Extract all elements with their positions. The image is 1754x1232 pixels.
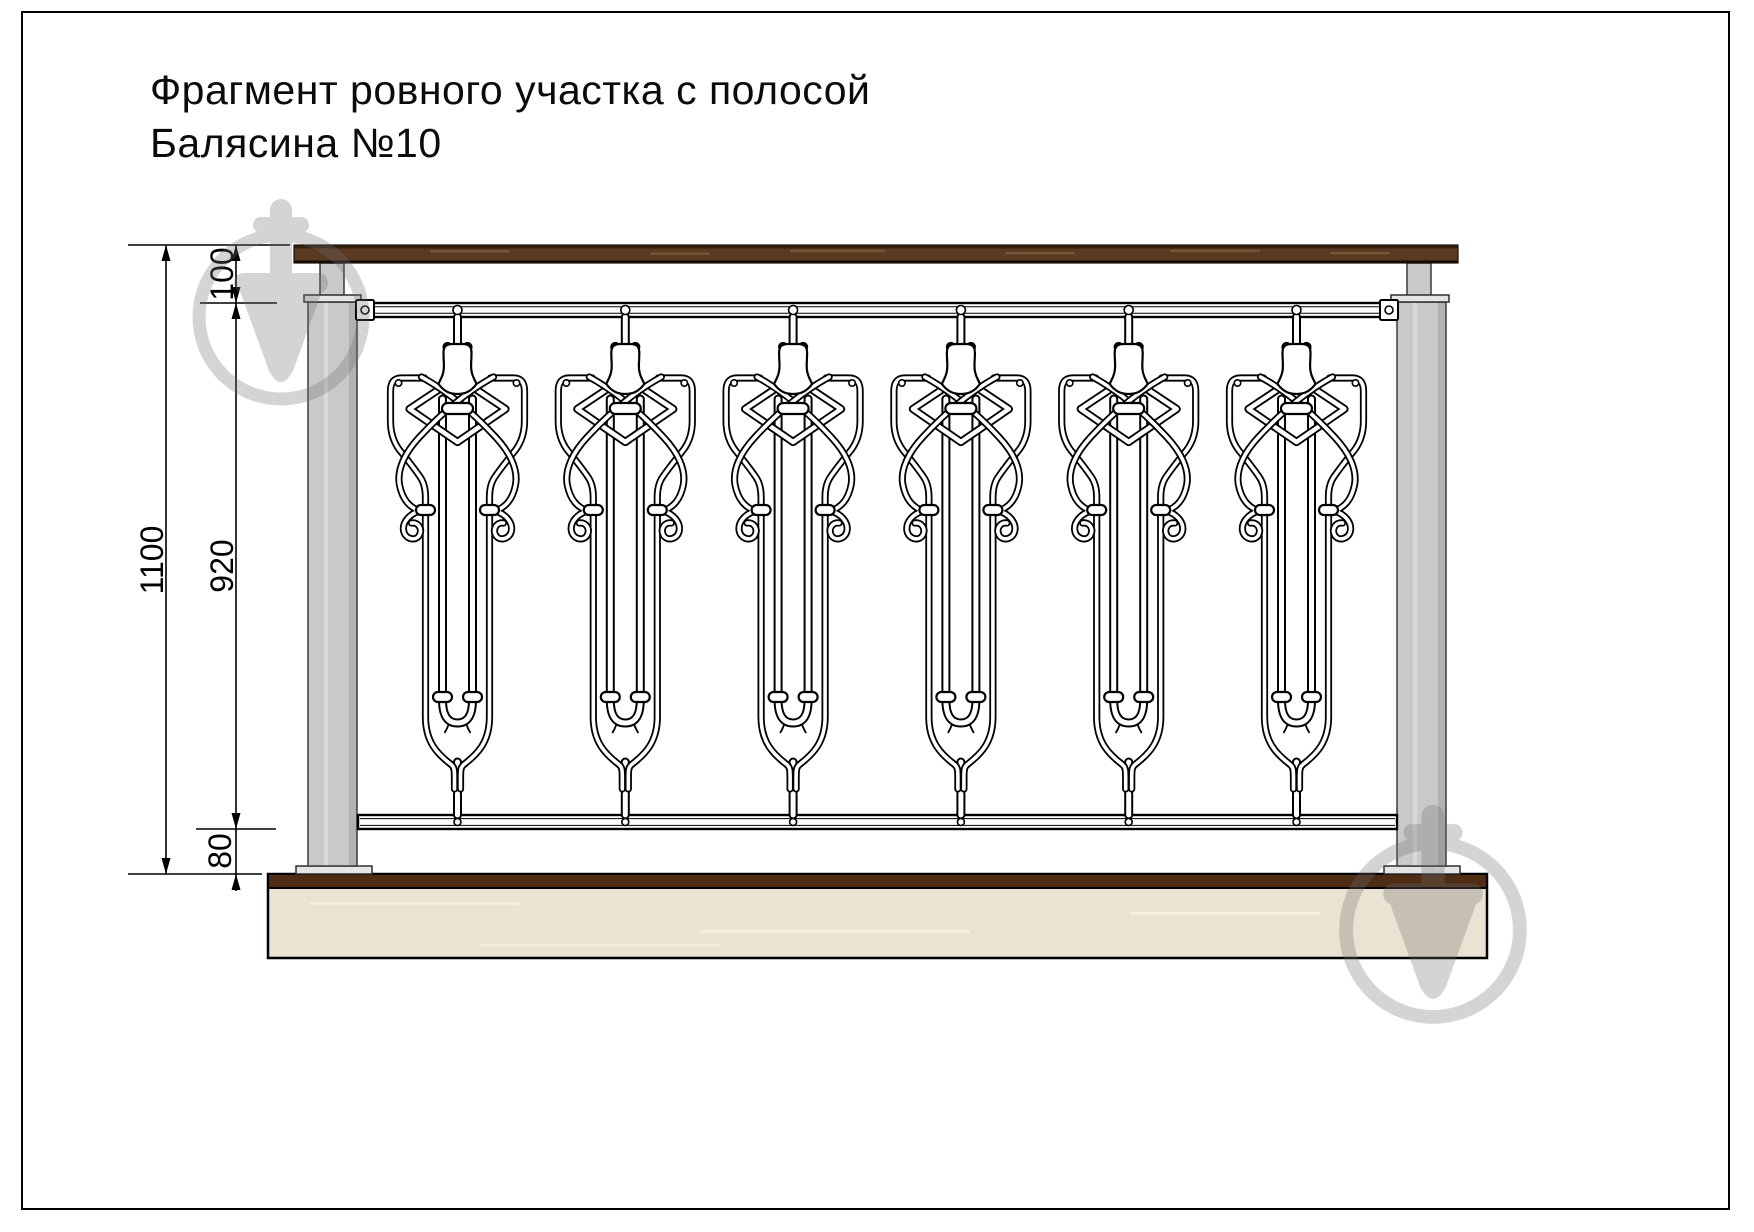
dimension-overall-height: 1100 — [134, 245, 171, 874]
post-right-cap-flange — [1390, 294, 1450, 303]
bottom-rail — [356, 813, 1399, 831]
foundation-texture — [1130, 912, 1320, 915]
bracket-right — [1379, 299, 1399, 321]
foundation-trim — [267, 873, 1488, 889]
baluster — [391, 317, 525, 815]
post-right-neck — [1406, 262, 1432, 298]
handrail-wood-grain — [430, 249, 1390, 255]
handrail — [293, 244, 1459, 264]
foundation-texture — [310, 902, 520, 905]
dimension-chain: 100 920 80 — [202, 245, 241, 891]
foundation-texture — [480, 944, 720, 947]
post-right-body — [1396, 301, 1447, 867]
page-border — [21, 11, 1730, 1210]
title-line-1: Фрагмент ровного участка с полосой — [150, 67, 871, 113]
dimension-label-1100: 1100 — [134, 526, 170, 595]
top-strip — [371, 301, 1384, 319]
post-left-base-plate — [295, 865, 373, 875]
foundation — [266, 872, 1489, 960]
dimensions: 1100 100 920 80 — [128, 244, 290, 891]
baluster — [894, 317, 1028, 815]
dimension-label-920: 920 — [204, 539, 240, 592]
balusters — [391, 317, 1364, 815]
dimension-label-80: 80 — [202, 833, 238, 869]
baluster — [1062, 317, 1196, 815]
post-right — [1383, 262, 1461, 875]
baluster — [1230, 317, 1364, 815]
rivet-holes — [452, 304, 1302, 827]
drawing-title: Фрагмент ровного участка с полосой Баляс… — [150, 64, 870, 170]
foundation-texture — [700, 930, 970, 933]
baluster — [558, 317, 692, 815]
title-line-2: Балясина №10 — [150, 120, 442, 166]
baluster — [726, 317, 860, 815]
